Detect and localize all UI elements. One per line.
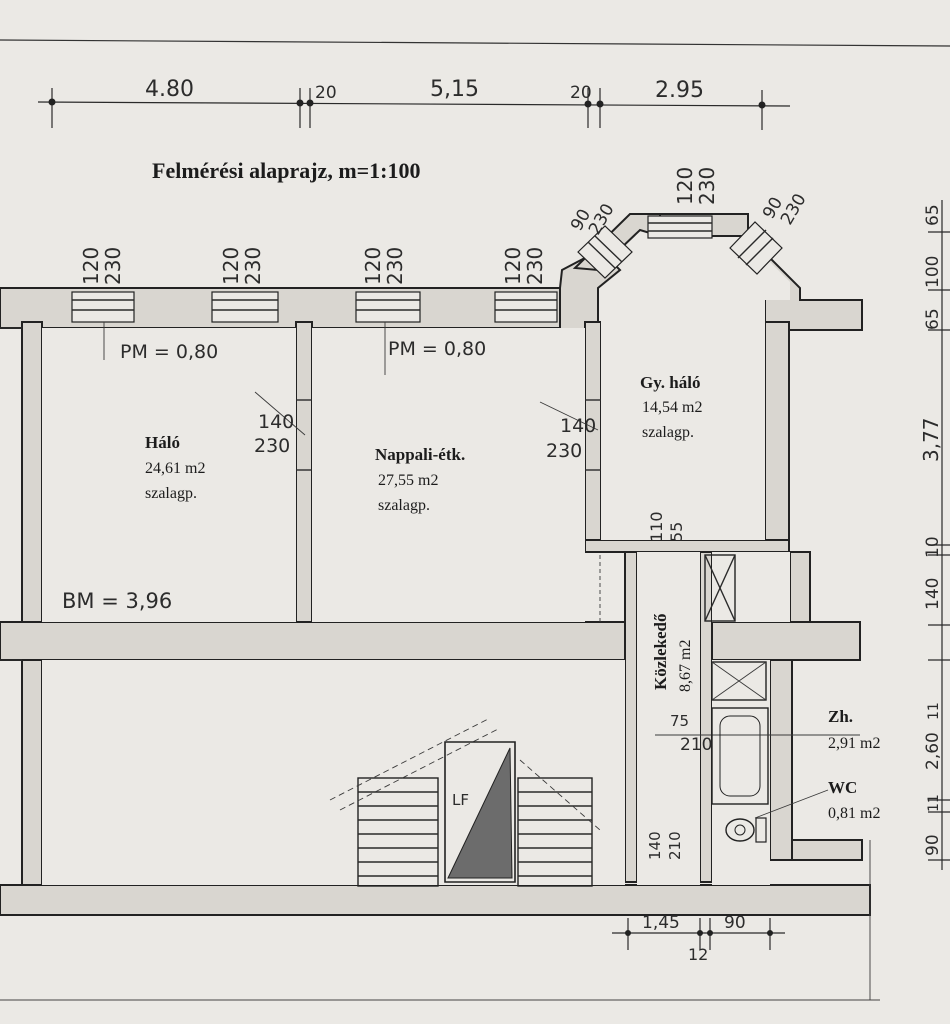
sheet-border-top [0, 39, 950, 47]
stair-label: LF [452, 791, 469, 809]
wc-toilet [725, 817, 767, 843]
ventilation-shaft [704, 554, 736, 622]
right-dim-10: 90 [923, 834, 943, 856]
door-5-h: 210 [666, 831, 684, 860]
window-4 [494, 291, 558, 323]
room-label-nappali: Nappali-étk. 27,55 m2 szalagp. [375, 445, 465, 514]
sill-height-1: PM = 0,80 [120, 341, 218, 363]
bottom-dimension-line [612, 918, 785, 950]
right-dim-7: 11 [926, 702, 942, 720]
staircase [329, 717, 601, 887]
room-5-area: 2,91 m2 [828, 735, 880, 752]
top-dim-5: 2.95 [655, 78, 704, 103]
bottom-dim-1: 1,45 [642, 913, 680, 933]
window-2-w: 120 [219, 247, 243, 285]
room-3-floor: szalagp. [642, 424, 694, 441]
room-6-area: 0,81 m2 [828, 805, 880, 822]
right-dim-1: 65 [923, 204, 943, 226]
door-3-w: 110 [647, 511, 666, 542]
door-2-h: 230 [546, 440, 582, 462]
window-3-w: 120 [361, 247, 385, 285]
top-dimension-line [37, 88, 791, 130]
window-6 [647, 215, 713, 239]
room-2-floor: szalagp. [378, 497, 430, 514]
top-dim-2: 20 [315, 83, 337, 103]
room-3-name: Gy. háló [640, 373, 700, 392]
bottom-dim-3: 12 [688, 945, 708, 964]
shower-tray [711, 661, 767, 701]
door-nappali-gyhalo [539, 399, 601, 471]
window-3 [355, 291, 421, 375]
room-label-halo: Háló 24,61 m2 szalagp. [145, 433, 205, 502]
window-5 [577, 225, 633, 279]
bathtub [711, 707, 769, 805]
room-halo [42, 328, 296, 622]
door-2-w: 140 [560, 415, 596, 437]
right-dim-8: 2,60 [923, 732, 943, 770]
window-6-w: 120 [673, 167, 697, 205]
plan-title: Felmérési alaprajz, m=1:100 [152, 158, 421, 183]
window-2-h: 230 [241, 247, 265, 285]
door-4-w: 75 [670, 712, 689, 730]
door-1-h: 230 [254, 435, 290, 457]
room-kozlekedo [637, 552, 700, 885]
shaft [712, 552, 790, 622]
top-dim-3: 5,15 [430, 77, 479, 102]
right-dim-6: 140 [923, 578, 943, 610]
right-dim-4: 3,77 [919, 417, 943, 462]
bottom-dim-2: 90 [724, 913, 746, 933]
room-label-kozlekedo: Közlekedő 8,67 m2 [651, 613, 694, 692]
door-4-h: 210 [680, 735, 712, 755]
room-3-area: 14,54 m2 [642, 399, 702, 416]
window-2 [211, 291, 279, 323]
wc-leader-line [754, 789, 829, 819]
window-1 [71, 291, 135, 360]
window-1-h: 230 [101, 247, 125, 285]
sill-height-2: PM = 0,80 [388, 338, 486, 360]
right-dim-9: 11 [926, 794, 942, 812]
room-6-name: WC [828, 778, 857, 797]
right-dim-2: 100 [923, 256, 943, 288]
room-1-floor: szalagp. [145, 485, 197, 502]
room-4-name: Közlekedő [651, 613, 670, 690]
door-5-w: 140 [646, 831, 664, 860]
door-1-w: 140 [258, 411, 294, 433]
right-dim-5: 10 [923, 536, 943, 558]
window-1-w: 120 [79, 247, 103, 285]
window-6-h: 230 [695, 167, 719, 205]
door-3-h: 55 [667, 522, 686, 542]
right-dim-3: 65 [923, 308, 943, 330]
room-5-name: Zh. [828, 707, 853, 726]
right-dimension-line [928, 200, 950, 870]
room-4-area: 8,67 m2 [677, 640, 694, 692]
room-stair-hall [42, 660, 625, 885]
door-halo-nappali [254, 391, 312, 471]
window-4-h: 230 [523, 247, 547, 285]
room-1-area: 24,61 m2 [145, 460, 205, 477]
window-4-w: 120 [501, 247, 525, 285]
right-dimension-labels: 65 100 65 3,77 10 140 11 2,60 11 90 [919, 204, 943, 856]
room-2-name: Nappali-étk. [375, 445, 465, 464]
room-label-wc: WC 0,81 m2 [828, 778, 880, 822]
window-7 [729, 221, 783, 275]
window-3-h: 230 [383, 247, 407, 285]
room-gy-halo [601, 240, 790, 540]
room-label-zh: Zh. 2,91 m2 [828, 707, 880, 752]
room-nappali [312, 328, 585, 622]
room-height-label: BM = 3,96 [62, 589, 172, 613]
room-1-name: Háló [145, 433, 180, 452]
room-label-gy-halo: Gy. háló 14,54 m2 szalagp. [640, 373, 702, 441]
top-dim-4: 20 [570, 83, 592, 103]
room-2-area: 27,55 m2 [378, 472, 438, 489]
top-dim-1: 4.80 [145, 77, 194, 102]
